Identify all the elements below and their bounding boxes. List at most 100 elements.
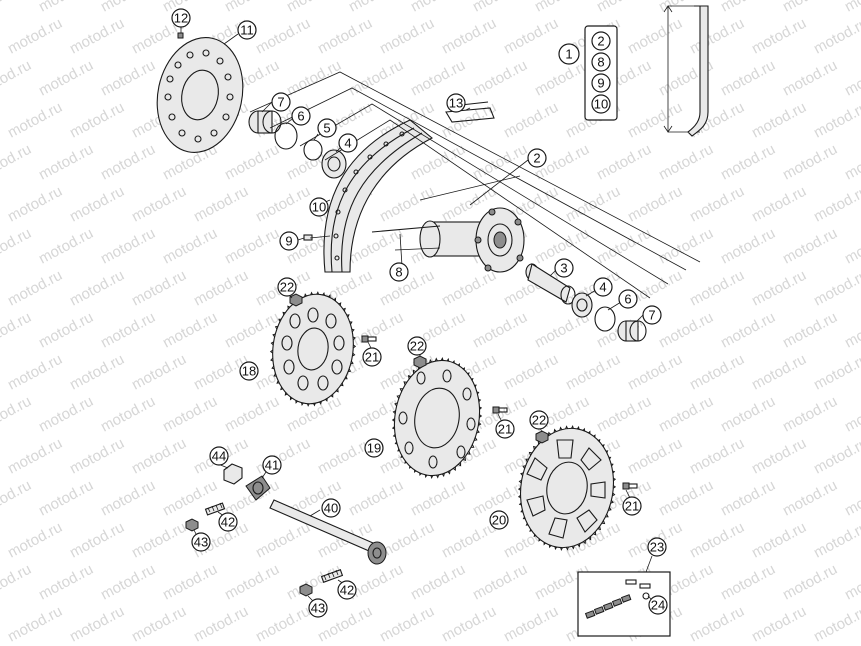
wheel-hub xyxy=(419,207,525,273)
adjuster-lock-nut-upper xyxy=(185,518,199,532)
watermark-text: motod.ru xyxy=(749,519,809,562)
watermark-text: motod.ru xyxy=(501,603,561,646)
watermark-text: motod.ru xyxy=(594,141,654,184)
watermark-text: motod.ru xyxy=(439,15,499,58)
svg-text:7: 7 xyxy=(648,308,655,323)
callout-24: 24 xyxy=(648,595,668,615)
watermark-text: motod.ru xyxy=(191,603,251,646)
watermark-text: motod.ru xyxy=(656,141,716,184)
right-wheel-bearing xyxy=(571,292,593,318)
watermark-text: motod.ru xyxy=(501,15,561,58)
svg-text:21: 21 xyxy=(625,499,639,514)
svg-text:43: 43 xyxy=(311,601,325,616)
callout-42: 42 xyxy=(218,512,238,532)
watermark-text: motod.ru xyxy=(160,0,220,16)
watermark-text: motod.ru xyxy=(687,267,747,310)
callout-4: 4 xyxy=(593,277,613,297)
watermark-text: motod.ru xyxy=(780,225,840,268)
watermark-text: motod.ru xyxy=(67,99,127,142)
watermark-text: motod.ru xyxy=(346,477,406,520)
watermark-text: motod.ru xyxy=(36,225,96,268)
watermark-text: motod.ru xyxy=(811,183,861,226)
watermark-text: motod.ru xyxy=(780,0,840,16)
watermark-text: motod.ru xyxy=(284,0,344,16)
watermark-text: motod.ru xyxy=(0,561,34,604)
watermark-text: motod.ru xyxy=(5,351,65,394)
watermark-text: motod.ru xyxy=(749,603,809,646)
sprocket-bolt xyxy=(622,482,638,490)
svg-text:42: 42 xyxy=(221,515,235,530)
watermark-text: motod.ru xyxy=(625,99,685,142)
watermark-text: motod.ru xyxy=(160,225,220,268)
watermark-text: motod.ru xyxy=(780,309,840,352)
svg-text:6: 6 xyxy=(297,109,304,124)
watermark-text: motod.ru xyxy=(98,141,158,184)
watermark-text: motod.ru xyxy=(470,309,530,352)
watermark-text: motod.ru xyxy=(253,15,313,58)
watermark-text: motod.ru xyxy=(718,561,778,604)
svg-text:3: 3 xyxy=(560,261,567,276)
watermark-text: motod.ru xyxy=(408,0,468,16)
svg-text:22: 22 xyxy=(280,280,294,295)
svg-text:42: 42 xyxy=(340,583,354,598)
watermark-text: motod.ru xyxy=(5,99,65,142)
svg-text:4: 4 xyxy=(344,136,351,151)
watermark-text: motod.ru xyxy=(811,99,861,142)
sprocket-bolt xyxy=(361,335,377,343)
rear-sprocket-large xyxy=(517,425,617,551)
watermark-text: motod.ru xyxy=(718,393,778,436)
watermark-text: motod.ru xyxy=(501,99,561,142)
watermark-text: motod.ru xyxy=(5,183,65,226)
watermark-text: motod.ru xyxy=(36,57,96,100)
watermark-text: motod.ru xyxy=(0,0,34,16)
left-spacer-bushing xyxy=(248,110,282,134)
callout-7: 7 xyxy=(271,92,291,112)
adjuster-screw-lower xyxy=(320,569,344,583)
watermark-text: motod.ru xyxy=(842,309,861,352)
svg-text:22: 22 xyxy=(410,339,424,354)
watermark-text: motod.ru xyxy=(191,267,251,310)
kit-item-label: 8 xyxy=(597,55,604,70)
watermark-text: motod.ru xyxy=(749,15,809,58)
watermark-text: motod.ru xyxy=(98,477,158,520)
adjuster-screw-upper xyxy=(204,502,226,516)
watermark-text: motod.ru xyxy=(780,57,840,100)
kit-item-label: 10 xyxy=(594,97,608,112)
watermark-text: motod.ru xyxy=(36,477,96,520)
watermark-text: motod.ru xyxy=(563,351,623,394)
watermark-text: motod.ru xyxy=(284,561,344,604)
watermark-text: motod.ru xyxy=(780,141,840,184)
watermark-text: motod.ru xyxy=(687,183,747,226)
watermark-text: motod.ru xyxy=(811,435,861,478)
svg-text:21: 21 xyxy=(498,422,512,437)
watermark-text: motod.ru xyxy=(718,477,778,520)
svg-text:9: 9 xyxy=(285,234,292,249)
callout-12: 12 xyxy=(171,8,191,28)
watermark-text: motod.ru xyxy=(67,435,127,478)
watermark-text: motod.ru xyxy=(98,0,158,16)
adjuster-lock-nut-lower xyxy=(299,583,313,597)
watermark-text: motod.ru xyxy=(780,393,840,436)
watermark-text: motod.ru xyxy=(222,225,282,268)
watermark-text: motod.ru xyxy=(98,225,158,268)
wheel-rim xyxy=(323,119,433,273)
drive-chain xyxy=(584,594,632,619)
callout-21: 21 xyxy=(495,419,515,439)
callout-9: 9 xyxy=(279,231,299,251)
axle-nut xyxy=(367,541,387,565)
watermark-text: motod.ru xyxy=(780,561,840,604)
sprocket-nut xyxy=(535,430,549,444)
watermark-text: motod.ru xyxy=(687,15,747,58)
svg-text:44: 44 xyxy=(212,449,226,464)
watermark-text: motod.ru xyxy=(5,435,65,478)
watermark-text: motod.ru xyxy=(0,309,34,352)
watermark-text: motod.ru xyxy=(718,141,778,184)
watermark-text: motod.ru xyxy=(780,477,840,520)
watermark-text: motod.ru xyxy=(377,603,437,646)
rear-sprocket-small xyxy=(269,291,357,407)
watermark-text: motod.ru xyxy=(98,309,158,352)
watermark-text: motod.ru xyxy=(408,561,468,604)
svg-text:12: 12 xyxy=(174,11,188,26)
watermark-text: motod.ru xyxy=(718,0,778,16)
